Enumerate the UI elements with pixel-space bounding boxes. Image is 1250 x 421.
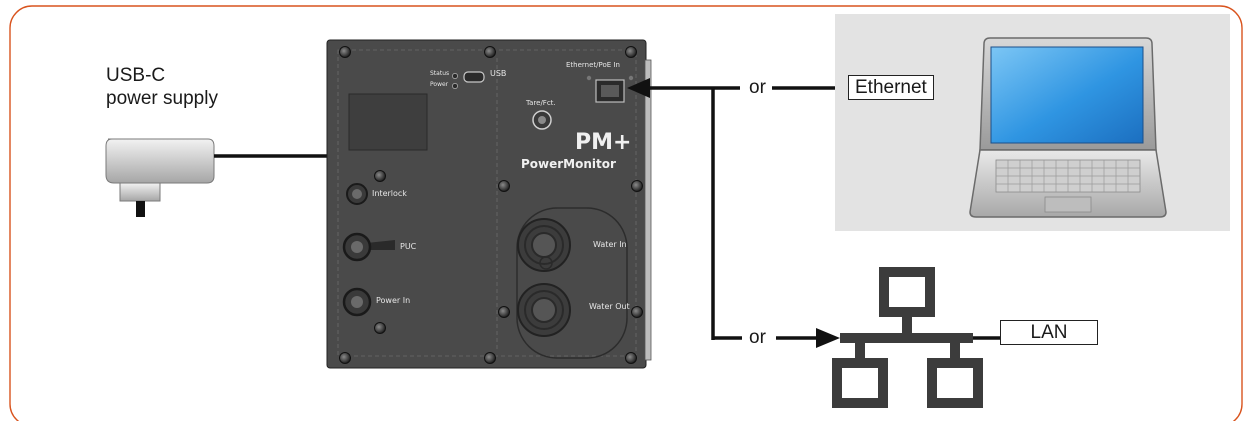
device-name: PowerMonitor	[521, 157, 616, 171]
power-in-label: Power In	[376, 296, 411, 305]
power-monitor-device	[326, 39, 652, 369]
interlock-label: Interlock	[372, 189, 407, 198]
water-out-label: Water Out	[589, 302, 630, 311]
or-label-top: or	[749, 77, 766, 98]
status-led-label: Status	[430, 70, 450, 77]
usb-port	[463, 71, 485, 83]
usb-power-supply-label-line2: power supply	[106, 88, 218, 109]
usb-power-supply-label-line1: USB-C	[106, 65, 166, 86]
power-led-label: Power	[430, 81, 449, 88]
network-icon	[832, 267, 983, 408]
water-in-label: Water In	[593, 240, 627, 249]
ethernet-port-label: Ethernet/PoE In	[566, 61, 620, 69]
ethernet-label: Ethernet	[848, 75, 934, 100]
lan-label: LAN	[1000, 320, 1098, 345]
water-valve	[539, 256, 553, 270]
status-led	[452, 73, 458, 79]
usb-port-label: USB	[490, 69, 507, 78]
tare-button-label: Tare/Fct.	[526, 99, 556, 107]
device-model: PM+	[575, 130, 632, 155]
puc-label: PUC	[400, 242, 417, 251]
puc-connector	[342, 232, 395, 262]
water-out-fitting	[517, 283, 571, 337]
or-label-bottom: or	[749, 327, 766, 348]
power-led	[452, 83, 458, 89]
usb-power-supply-icon	[105, 138, 215, 217]
lan-arrowhead	[816, 328, 840, 348]
laptop-icon	[969, 37, 1167, 218]
diagram-frame	[9, 5, 1243, 421]
water-in-fitting	[517, 218, 571, 272]
ethernet-arrowhead	[627, 78, 650, 98]
